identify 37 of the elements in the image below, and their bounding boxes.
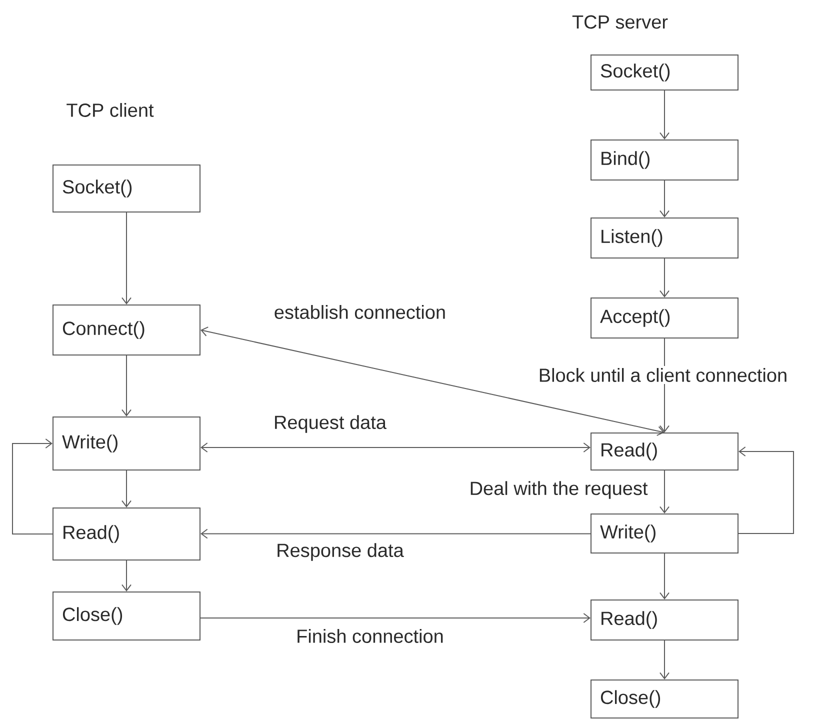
arrow <box>122 212 132 304</box>
process-box: Listen() <box>590 218 738 258</box>
edge-label: Finish connection <box>294 627 446 645</box>
edge-label: Deal with the request <box>467 479 650 501</box>
arrow <box>12 438 53 534</box>
lane-heading: TCP server <box>572 15 668 29</box>
process-box: Write() <box>52 416 200 470</box>
process-box: Read() <box>590 432 738 470</box>
arrow <box>122 560 132 592</box>
process-box: Read() <box>52 508 200 560</box>
arrow <box>738 446 794 534</box>
process-box: Write() <box>590 514 738 554</box>
arrow <box>122 470 132 508</box>
arrow <box>200 528 591 539</box>
edge-label: Block until a client connection <box>536 366 790 384</box>
process-box: Read() <box>590 600 738 640</box>
process-box: Socket() <box>590 54 738 90</box>
arrow <box>660 180 670 218</box>
arrow <box>660 553 670 600</box>
arrow <box>660 470 670 514</box>
arrow <box>200 613 590 623</box>
arrow <box>660 258 670 298</box>
arrow <box>122 355 132 416</box>
edge-label: establish connection <box>272 303 448 321</box>
process-box: Socket() <box>52 164 200 212</box>
arrow <box>660 90 670 140</box>
edge-label: Response data <box>274 541 406 563</box>
arrow <box>200 326 664 436</box>
arrow <box>200 442 590 452</box>
process-box: Close() <box>52 592 200 640</box>
arrow <box>660 640 670 680</box>
process-box: Close() <box>590 680 738 718</box>
process-box: Bind() <box>590 140 738 180</box>
lane-heading: TCP client <box>66 103 154 117</box>
process-box: Accept() <box>590 298 738 338</box>
process-box: Connect() <box>52 304 200 356</box>
edge-label: Request data <box>272 413 389 435</box>
